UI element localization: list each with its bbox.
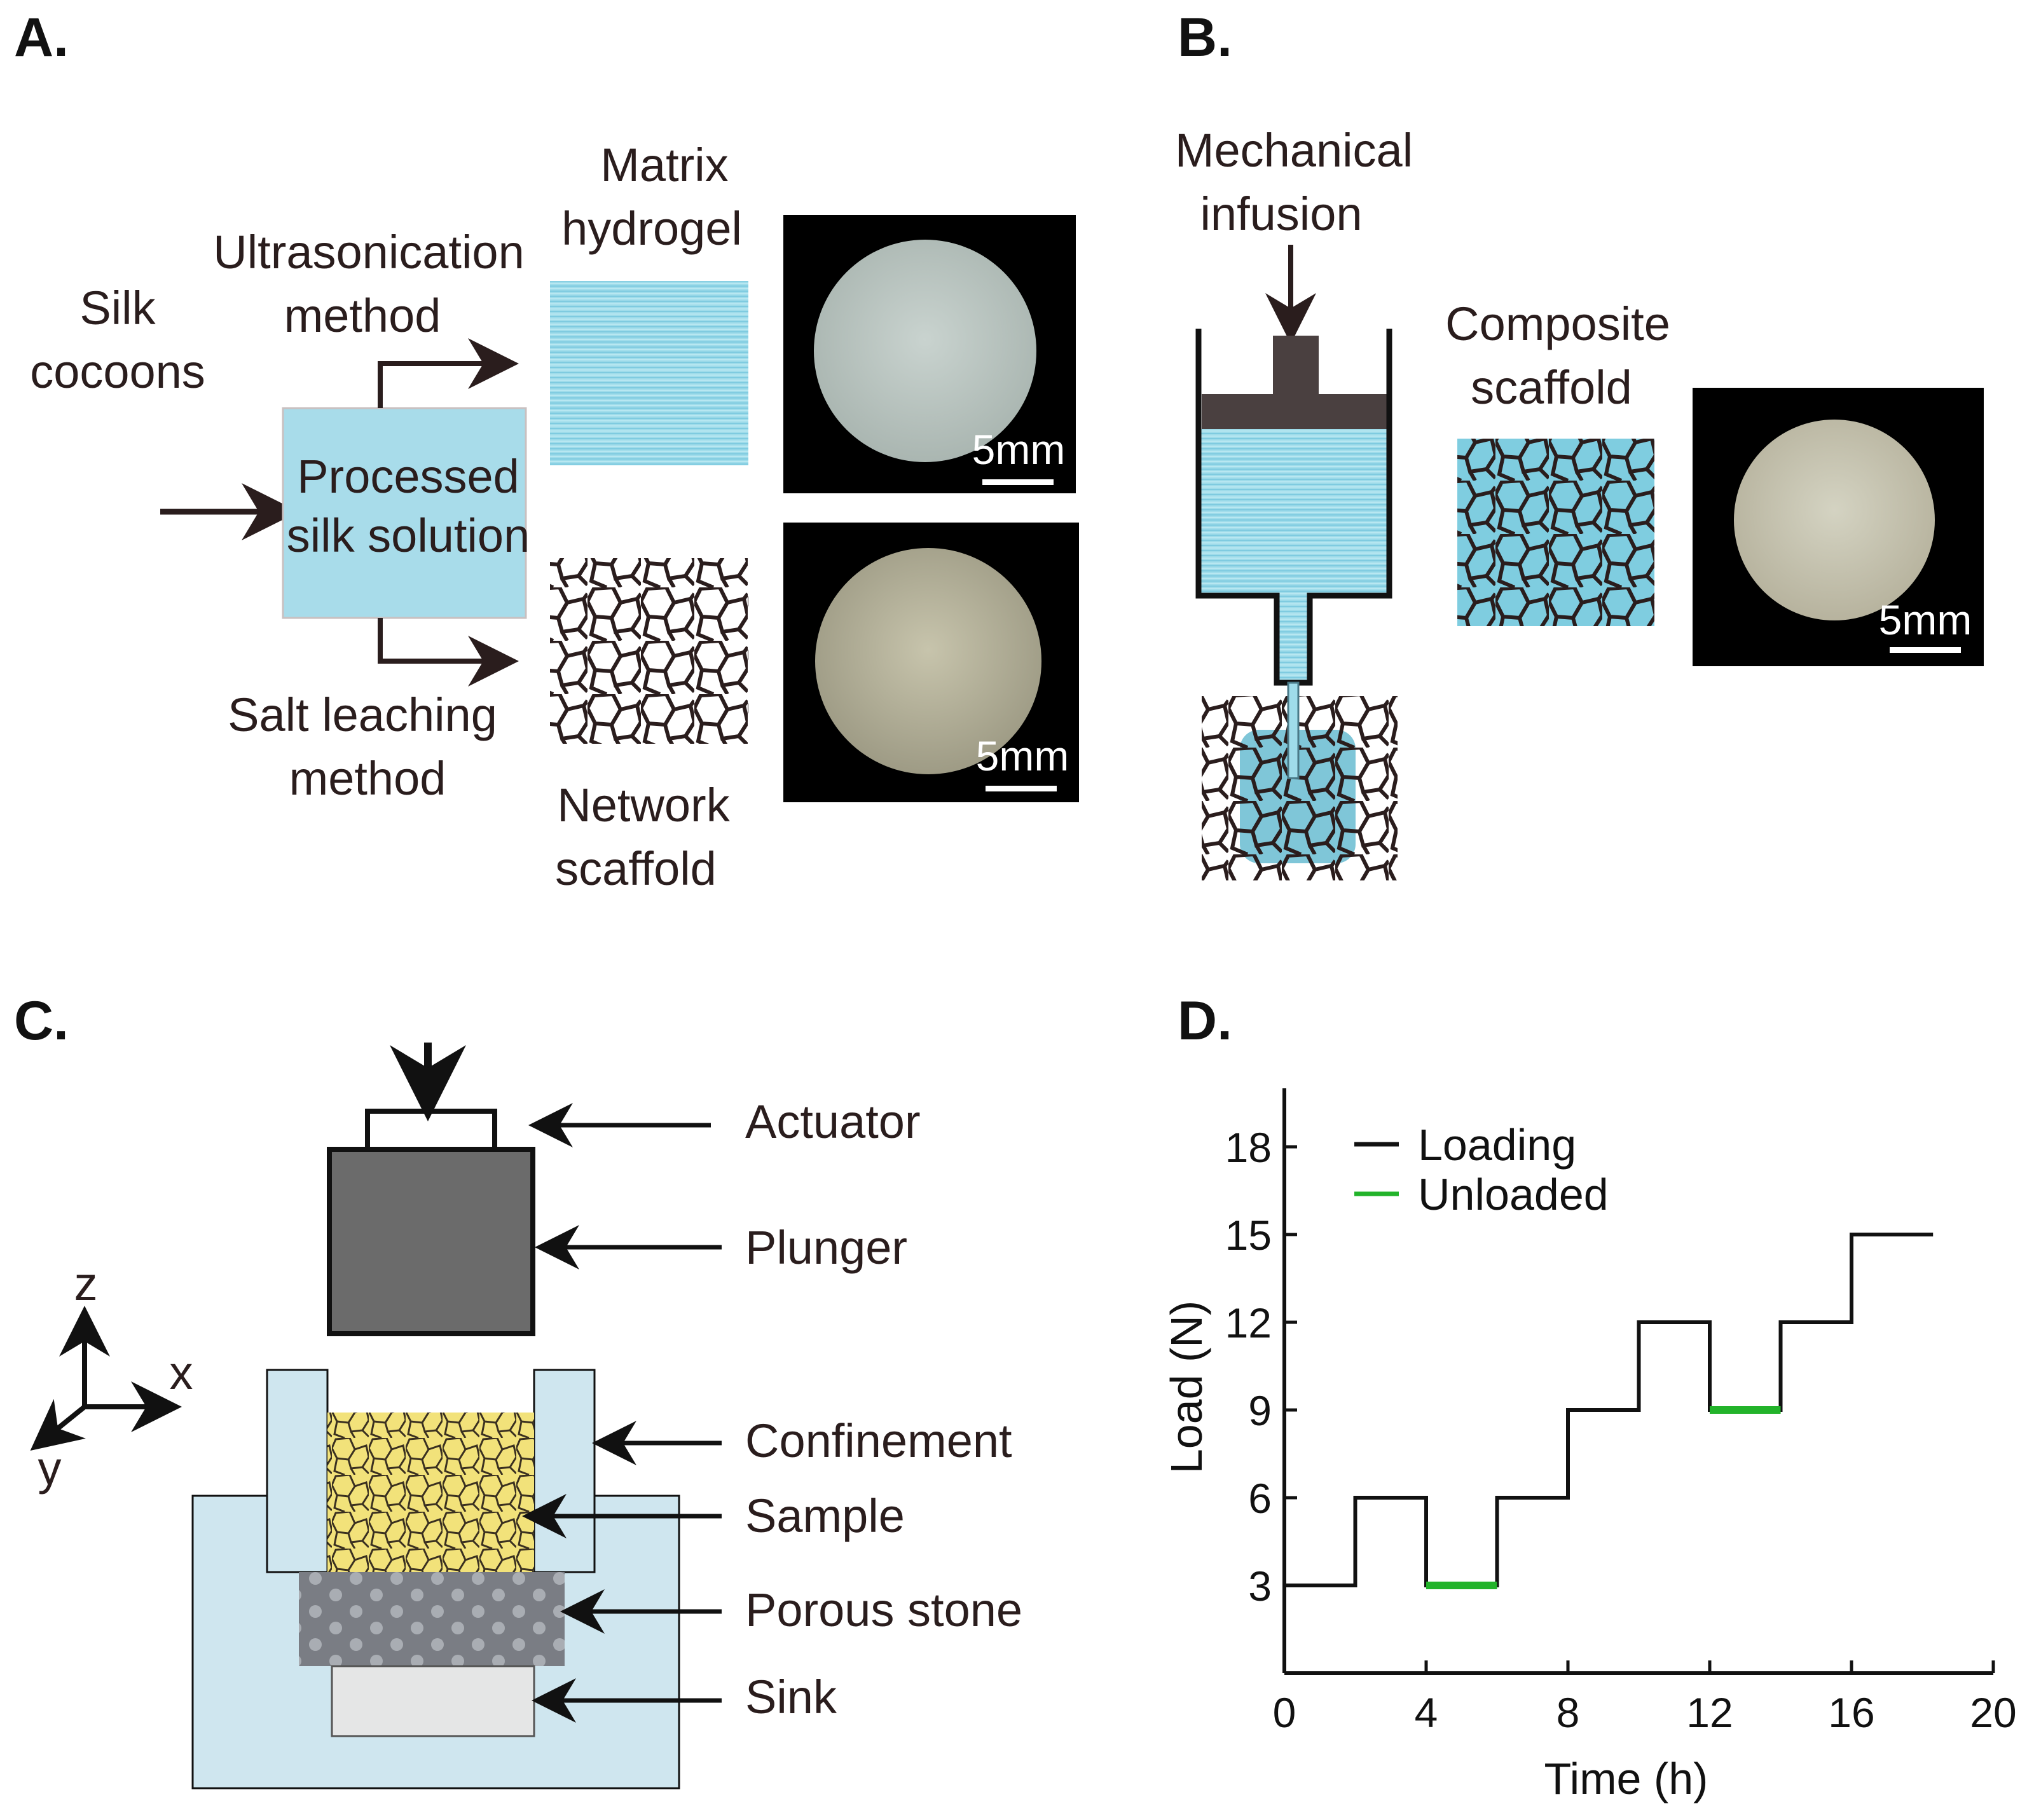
porous-stone-label: Porous stone [745,1584,1022,1636]
panel-a: A. Silk cocoons Processed silk solution … [14,7,1079,895]
network-scaffold-swatch [550,558,748,744]
mechanical-label-1: Mechanical [1175,124,1413,177]
syringe-rod [1273,336,1319,394]
composite-scaffold-swatch [1457,439,1654,626]
composite-label-2: scaffold [1471,361,1632,414]
sink-label: Sink [745,1671,837,1723]
y-tick-label: 3 [1248,1563,1272,1610]
scale-bar-bottom [986,786,1057,791]
sink [331,1665,535,1737]
infusion-needle [1287,681,1300,779]
salt-leaching-label-1: Salt leaching [228,688,497,741]
composite-label-1: Composite [1445,298,1670,350]
panel-b-letter: B. [1178,7,1232,68]
coordinate-axes [30,1306,182,1451]
y-tick-label: 12 [1225,1299,1272,1346]
porous-stone [299,1572,565,1666]
y-tick-label: 9 [1248,1387,1272,1434]
mechanical-label-2: infusion [1200,188,1362,240]
y-axis-label: y [38,1442,62,1495]
processed-label-1: Processed [297,450,519,503]
x-axis-label: x [170,1346,193,1399]
scale-bar-top [982,479,1054,485]
scale-label-bottom: 5mm [976,732,1069,779]
ultrasonication-label-2: method [284,289,441,342]
x-tick-label: 12 [1686,1689,1733,1736]
z-axis-label: z [74,1257,98,1310]
sample-label: Sample [745,1489,905,1542]
y-tick-label: 18 [1225,1124,1272,1171]
actuator [329,1109,533,1152]
network-disc [815,548,1041,774]
hydrogel-disc [814,240,1036,462]
y-axis-title: Load (N) [1162,1301,1211,1474]
matrix-label-2: hydrogel [561,202,742,255]
legend-unloaded-label: Unloaded [1418,1170,1609,1219]
network-label-1: Network [557,779,730,831]
confinement-right [533,1369,596,1573]
y-tick-label: 6 [1248,1475,1272,1522]
x-tick-label: 0 [1273,1689,1296,1736]
matrix-label-1: Matrix [600,139,728,191]
x-tick-label: 16 [1828,1689,1874,1736]
x-tick-label: 20 [1970,1689,2016,1736]
matrix-hydrogel-swatch [550,281,748,465]
salt-leaching-arrow [378,618,519,687]
panel-c-letter: C. [14,990,69,1051]
syringe-neck-solution [1277,596,1310,683]
ultrasonication-arrow [378,338,519,408]
panel-d-letter: D. [1178,990,1232,1051]
syringe-piston [1202,394,1387,429]
panel-c: C. Actuator Plunger Confinement Sample P… [14,990,1022,1789]
scale-label-composite: 5mm [1879,596,1972,643]
panel-b: B. Mechanical infusion Composite scaffol… [1175,7,1984,880]
x-tick-label: 4 [1415,1689,1438,1736]
scale-label-top: 5mm [972,426,1066,473]
sample [327,1413,534,1572]
silk-cocoons-label-2: cocoons [30,345,205,398]
confinement-left [266,1369,329,1573]
scale-bar-composite [1890,647,1961,653]
panel-a-letter: A. [14,7,69,68]
salt-leaching-label-2: method [289,752,446,805]
processed-label-2: silk solution [287,509,530,562]
confinement-label: Confinement [745,1414,1012,1467]
y-axis [30,1399,86,1451]
legend-loading-label: Loading [1418,1120,1576,1170]
actuator-label: Actuator [745,1095,921,1148]
plunger [327,1147,535,1336]
x-axis-title: Time (h) [1544,1754,1708,1803]
infusion-network-swatch [1202,696,1398,880]
callout-arrows [522,1103,722,1723]
y-tick-label: 15 [1225,1212,1272,1259]
processed-solution-box [282,407,527,619]
ultrasonication-label-1: Ultrasonication [213,226,524,278]
plunger-label: Plunger [745,1221,907,1274]
silk-cocoons-label-1: Silk [79,282,156,334]
loading-series-line [1284,1233,1934,1587]
composite-disc [1734,420,1935,620]
network-label-2: scaffold [555,842,717,895]
x-tick-label: 8 [1556,1689,1580,1736]
syringe-solution [1199,429,1389,596]
